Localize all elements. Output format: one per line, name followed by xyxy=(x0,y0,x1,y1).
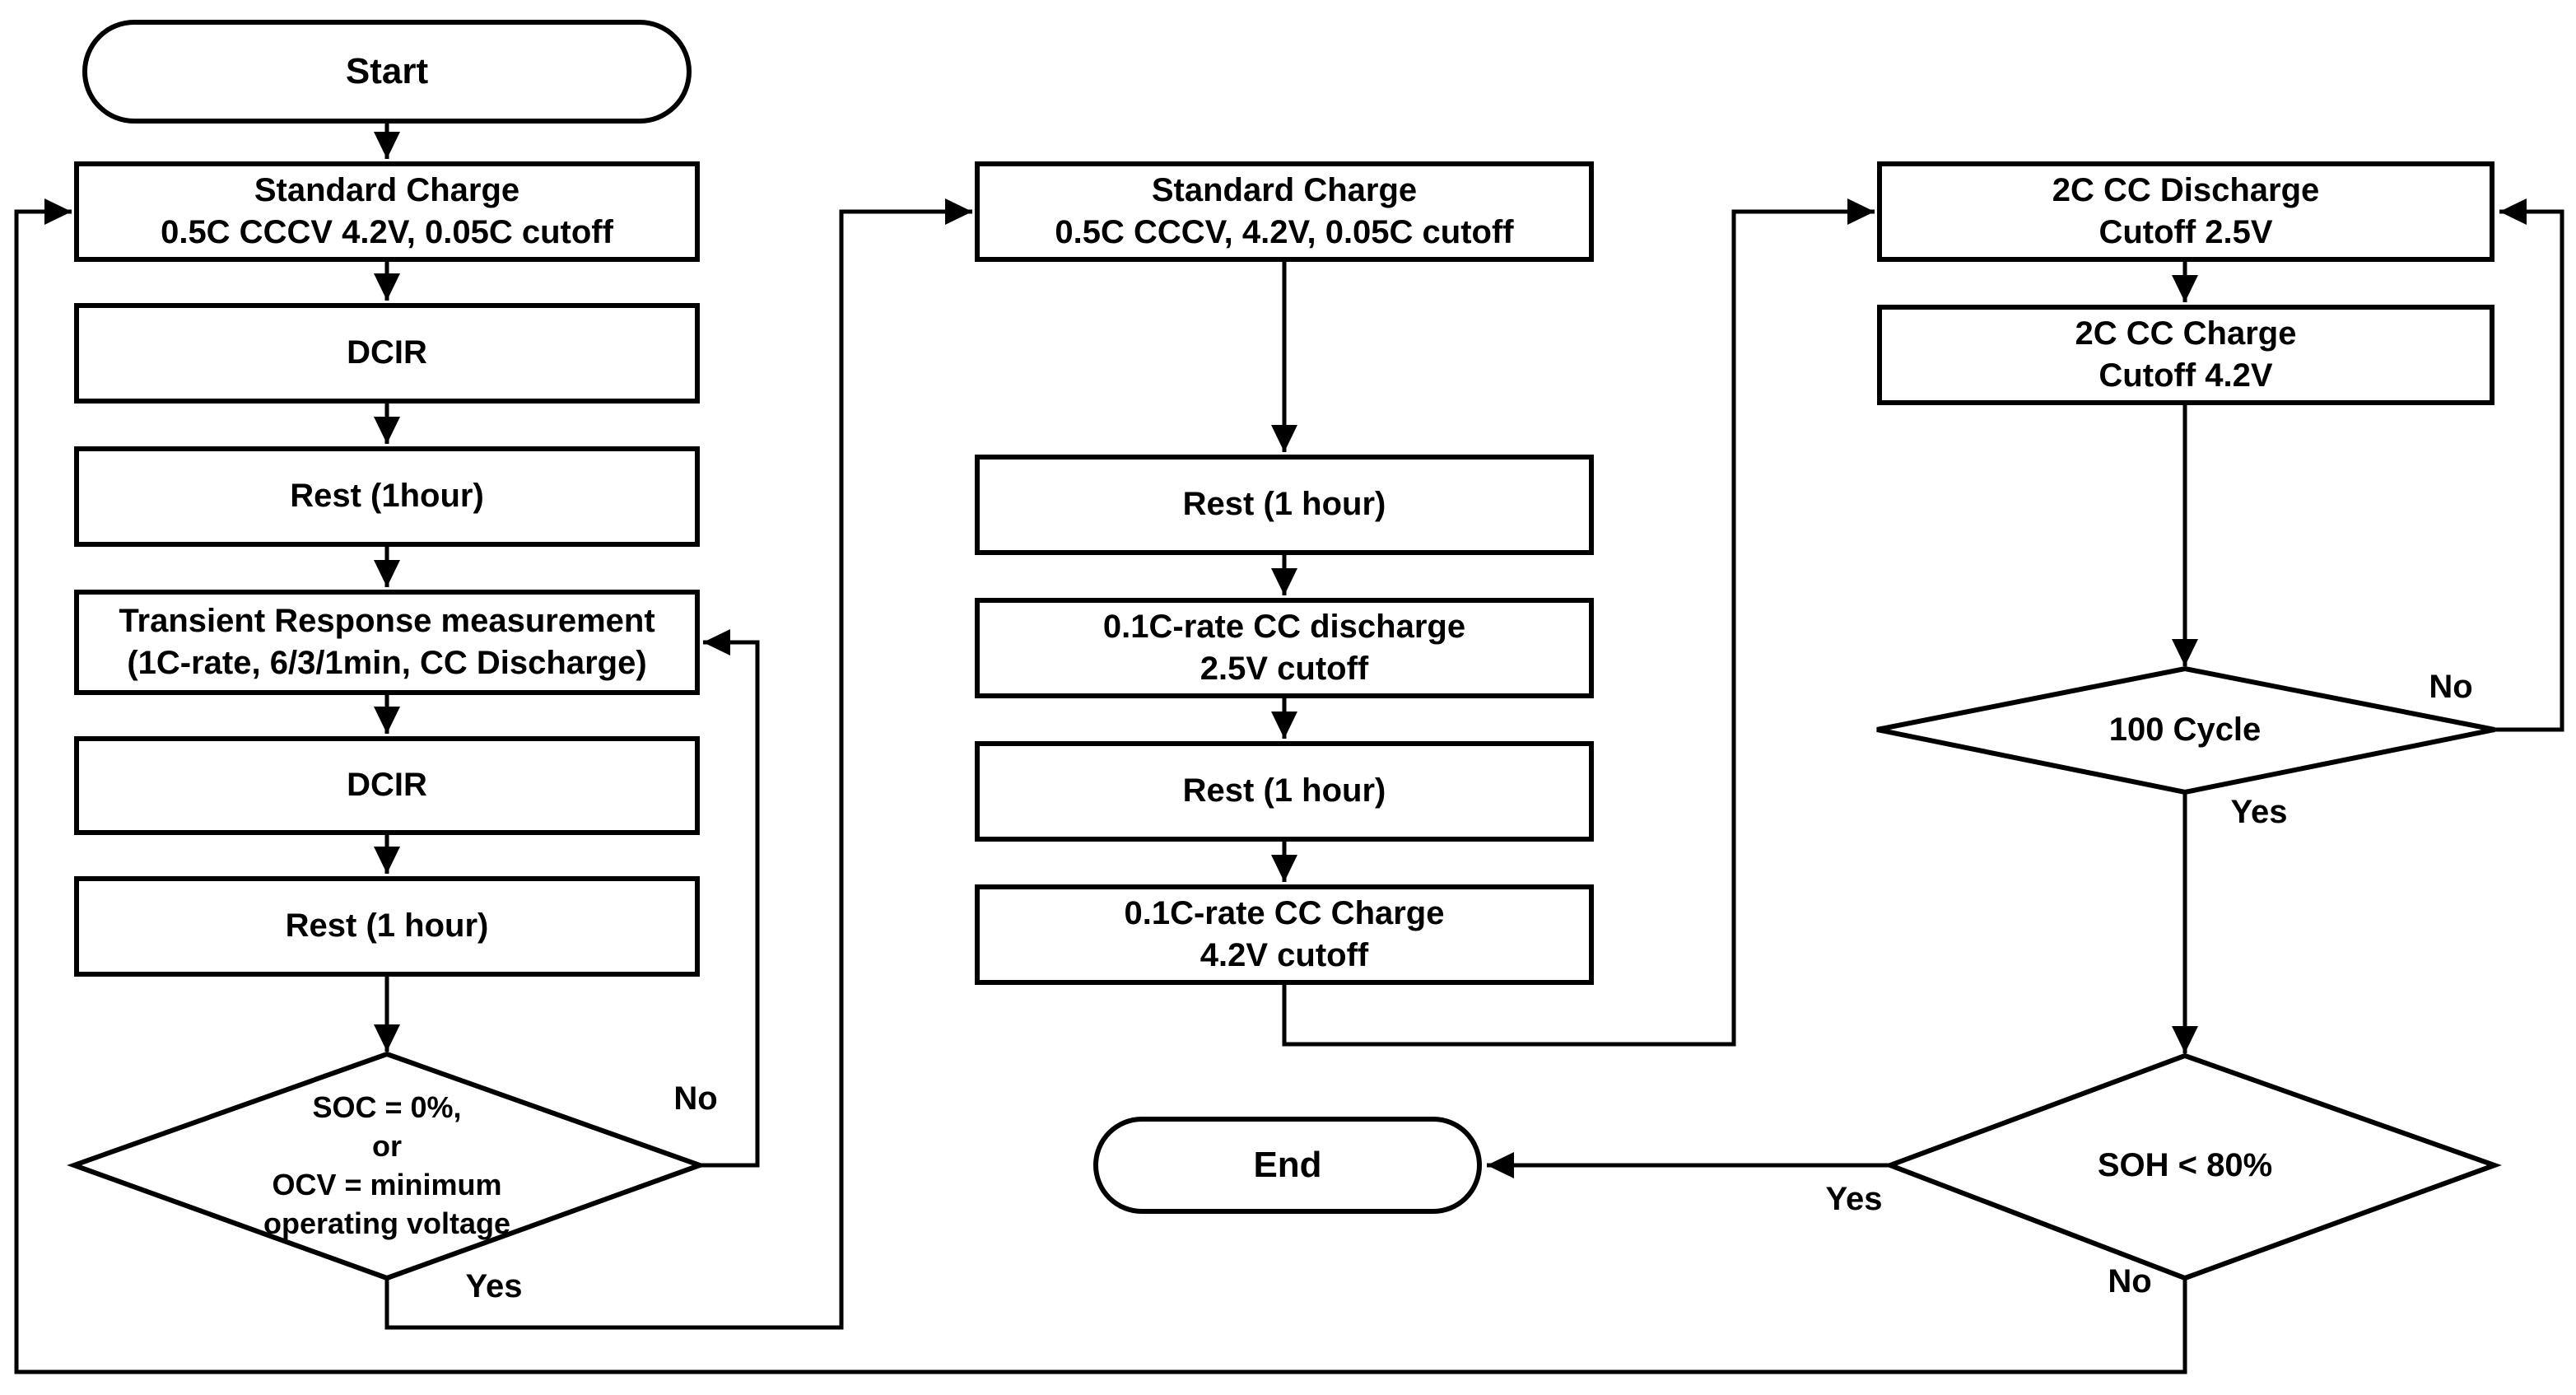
process-transient-response: Transient Response measurement (1C-rate,… xyxy=(74,590,700,695)
process-standard-charge-left-label: Standard Charge 0.5C CCCV 4.2V, 0.05C cu… xyxy=(161,171,613,250)
soh-yes-branch-label: Yes xyxy=(1825,1180,1883,1217)
process-rest-1-hour-middle1-label: Rest (1 hour) xyxy=(1182,486,1386,523)
connector-soc-no-loop xyxy=(700,629,760,1168)
process-dcir-1-label: DCIR xyxy=(347,334,427,371)
process-rest-1-hour-middle2: Rest (1 hour) xyxy=(975,741,1594,842)
soc-yes-branch-label: Yes xyxy=(465,1267,523,1304)
cycle-decision-label: 100 Cycle xyxy=(2108,711,2262,748)
start-label: Start xyxy=(345,50,429,91)
process-rest-1-hour-middle1: Rest (1 hour) xyxy=(975,455,1594,555)
process-01c-cc-charge: 0.1C-rate CC Charge 4.2V cutoff xyxy=(975,884,1594,985)
connector-cycle-no-loop xyxy=(2494,198,2564,732)
end-label: End xyxy=(1253,1144,1322,1185)
process-2c-cc-charge-label: 2C CC Charge Cutoff 4.2V xyxy=(2075,315,2297,394)
cycle-no-branch-label: No xyxy=(2429,668,2473,705)
process-rest-1hour-left-label: Rest (1hour) xyxy=(290,478,484,515)
soh-decision-label: SOH < 80% xyxy=(2097,1147,2273,1183)
process-standard-charge-left: Standard Charge 0.5C CCCV 4.2V, 0.05C cu… xyxy=(74,161,700,262)
process-rest-1-hour-left2: Rest (1 hour) xyxy=(74,876,700,977)
end-terminal: End xyxy=(1093,1117,1482,1214)
process-rest-1hour-left: Rest (1hour) xyxy=(74,446,700,547)
start-terminal: Start xyxy=(82,20,692,124)
process-01c-cc-charge-label: 0.1C-rate CC Charge 4.2V cutoff xyxy=(1124,894,1445,973)
connector-soc-yes-to-middle xyxy=(384,198,972,1330)
process-standard-charge-middle: Standard Charge 0.5C CCCV, 4.2V, 0.05C c… xyxy=(975,161,1594,262)
process-dcir-1: DCIR xyxy=(74,303,700,404)
process-2c-cc-charge: 2C CC Charge Cutoff 4.2V xyxy=(1877,305,2494,405)
cycle-decision-diamond xyxy=(1876,665,2495,795)
process-rest-1-hour-middle2-label: Rest (1 hour) xyxy=(1182,772,1386,809)
soh-decision-diamond xyxy=(1883,1052,2502,1281)
process-01c-cc-discharge: 0.1C-rate CC discharge 2.5V cutoff xyxy=(975,598,1594,698)
process-standard-charge-middle-label: Standard Charge 0.5C CCCV, 4.2V, 0.05C c… xyxy=(1055,171,1514,250)
process-2c-cc-discharge-label: 2C CC Discharge Cutoff 2.5V xyxy=(2052,171,2320,250)
process-rest-1-hour-left2-label: Rest (1 hour) xyxy=(285,907,489,945)
soc-decision-diamond xyxy=(67,1051,707,1281)
cycle-yes-branch-label: Yes xyxy=(2230,793,2288,830)
soc-decision-label: SOC = 0%, or OCV = minimum operating vol… xyxy=(263,1090,511,1240)
process-dcir-2-label: DCIR xyxy=(347,767,427,804)
process-dcir-2: DCIR xyxy=(74,736,700,835)
process-transient-response-label: Transient Response measurement (1C-rate,… xyxy=(119,602,655,681)
soh-no-branch-label: No xyxy=(2108,1262,2152,1299)
connector-soh-no-loop xyxy=(14,198,2187,1374)
process-01c-cc-discharge-label: 0.1C-rate CC discharge 2.5V cutoff xyxy=(1102,608,1466,687)
process-2c-cc-discharge: 2C CC Discharge Cutoff 2.5V xyxy=(1877,161,2494,262)
connector-mid-charge-to-right-column xyxy=(1282,198,1875,1047)
soc-no-branch-label: No xyxy=(673,1080,718,1117)
